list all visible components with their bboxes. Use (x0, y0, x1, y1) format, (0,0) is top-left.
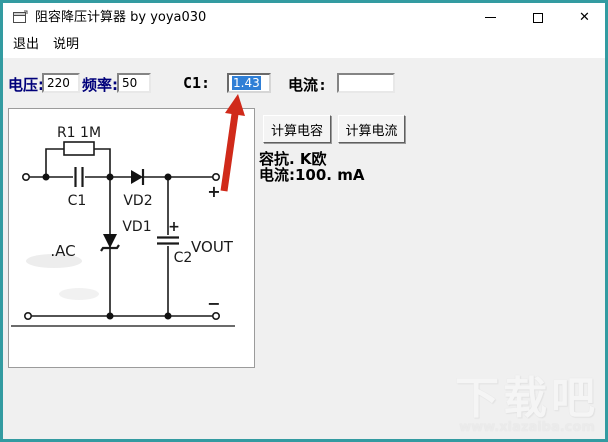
watermark: 下载吧 www.xiazaiba.com (455, 377, 599, 435)
c2-label: C2 (174, 250, 193, 266)
voltage-input[interactable]: 220 (42, 73, 80, 93)
c1-diagram-label: C1 (68, 193, 87, 209)
watermark-url: www.xiazaiba.com (459, 420, 595, 435)
vd2-label: VD2 (123, 193, 152, 209)
ac-label: .AC (50, 242, 75, 260)
output-minus-sign: − (207, 294, 220, 313)
maximize-button[interactable] (514, 3, 561, 32)
current-input[interactable] (337, 73, 395, 93)
watermark-title: 下载吧 (455, 373, 599, 424)
selected-text: 1.43 (232, 76, 261, 90)
vd1-label: VD1 (122, 219, 151, 235)
menu-item-help[interactable]: 说明 (53, 37, 80, 52)
c2-plus-sign: + (168, 219, 180, 235)
menu-item-exit[interactable]: 退出 (13, 37, 40, 52)
circuit-diagram-panel: R1 1M C1 VD2 VD1 C2 VOUT .AC + + − (8, 108, 255, 368)
close-icon: ✕ (579, 10, 590, 25)
form-icon (13, 10, 28, 23)
window-title: 阻容降压计算器 by yoya030 (35, 10, 207, 25)
minimize-icon (485, 17, 496, 18)
output-plus-sign: + (207, 182, 220, 201)
current-label: 电流: (288, 76, 328, 94)
close-button[interactable]: ✕ (561, 3, 605, 32)
frequency-input[interactable]: 50 (117, 73, 151, 93)
maximize-icon (532, 12, 543, 23)
minimize-button[interactable] (467, 3, 514, 32)
circuit-diagram: R1 1M C1 VD2 VD1 C2 VOUT .AC + + − (11, 125, 235, 327)
vout-label: VOUT (191, 238, 234, 256)
title-bar: 阻容降压计算器 by yoya030 ✕ (3, 3, 605, 32)
current-result: 电流:100. mA (259, 166, 365, 184)
frequency-label: 频率: (82, 76, 118, 94)
reactance-result: 容抗. K欧 (259, 150, 327, 168)
r1-label: R1 1M (57, 125, 101, 141)
voltage-label: 电压: (8, 76, 44, 94)
c1-input[interactable]: 1.43 (227, 73, 271, 93)
client-area: 电压: 220 频率: 50 C1: 1.43 电流: (3, 58, 605, 439)
calc-current-button[interactable]: 计算电流 (338, 115, 405, 143)
menu-bar: 退出 说明 (3, 32, 605, 58)
c1-label: C1: (183, 74, 211, 92)
calc-capacitance-button[interactable]: 计算电容 (263, 115, 331, 143)
